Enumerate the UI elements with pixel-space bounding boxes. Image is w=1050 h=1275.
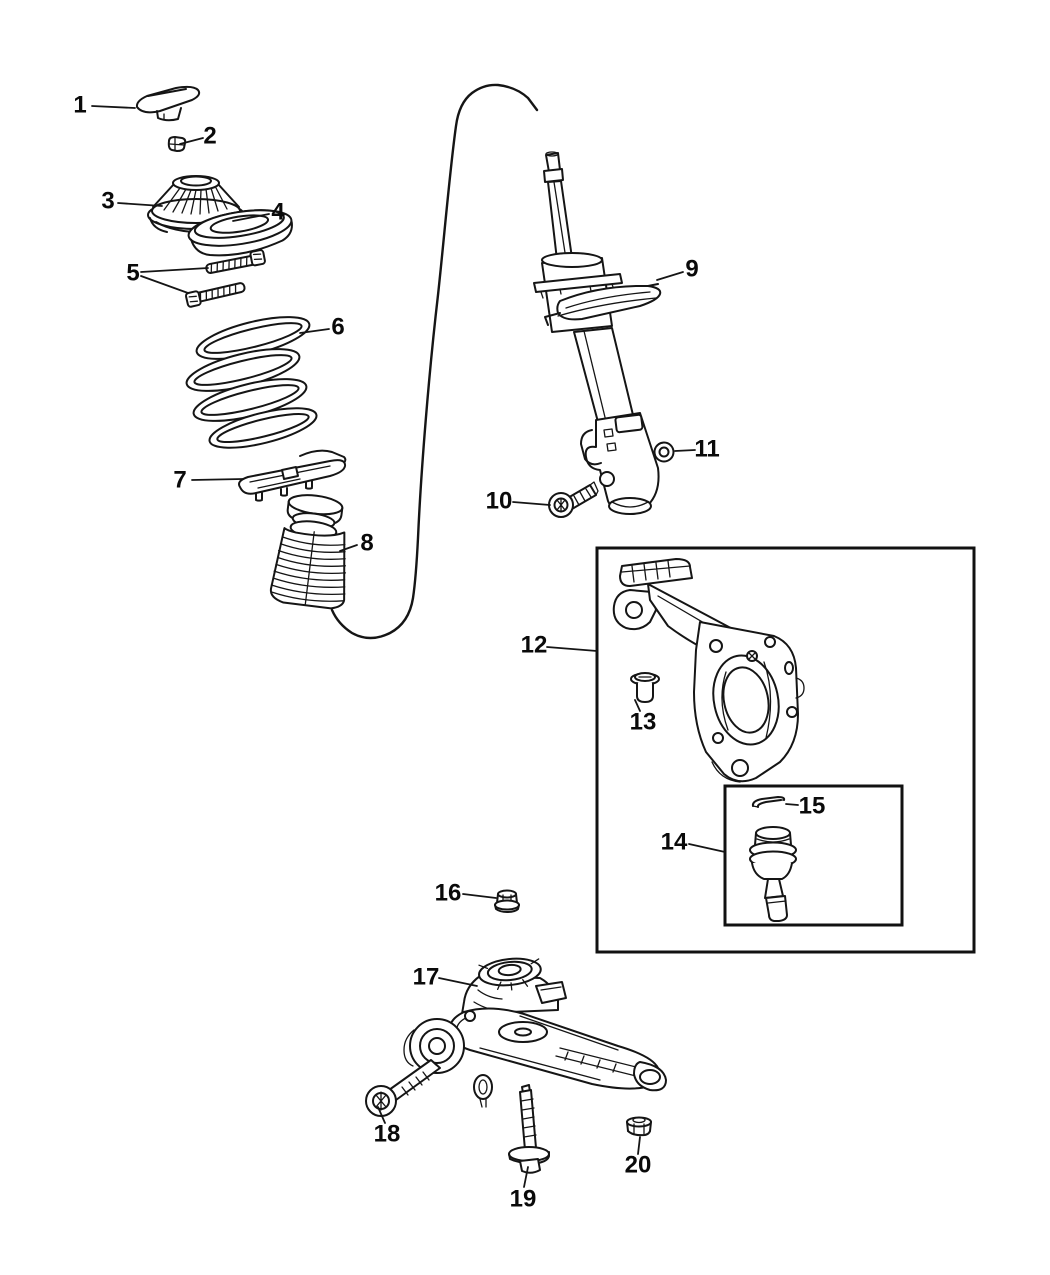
- part-9-strut-drawing: [533, 151, 662, 515]
- callout-10: 10: [486, 488, 513, 515]
- part-1-mount-cap-drawing: [135, 85, 201, 122]
- callout-leader-8: [339, 544, 358, 552]
- callout-leader-6: [299, 328, 330, 334]
- ball-joint-detail-box: [723, 784, 904, 927]
- part-12-knuckle-drawing: [612, 558, 805, 783]
- callout-leader-7: [191, 478, 244, 481]
- callout-leader-5: [140, 275, 189, 294]
- callout-11: 11: [694, 436, 719, 463]
- callout-leader-13: [634, 699, 641, 712]
- callout-leader-15: [785, 803, 799, 806]
- part-4-bearing-seat-drawing: [187, 209, 293, 257]
- part-10-bolt-drawing: [548, 481, 599, 518]
- part-19-bolt-drawing: [508, 1084, 550, 1174]
- callout-leader-12: [546, 646, 598, 652]
- callout-leader-17: [438, 977, 478, 987]
- callout-19: 19: [510, 1186, 537, 1213]
- callout-leader-11: [674, 449, 696, 452]
- callout-12: 12: [521, 632, 548, 659]
- callout-14: 14: [661, 829, 688, 856]
- callout-leader-3: [117, 202, 163, 207]
- callout-3: 3: [101, 188, 114, 215]
- callout-5: 5: [126, 260, 139, 287]
- part-14-ball-joint-drawing: [749, 826, 797, 922]
- part-15-snap-ring-drawing: [751, 796, 786, 808]
- callout-leader-16: [462, 893, 497, 899]
- part-11-nut-drawing: [653, 441, 675, 463]
- callout-20: 20: [625, 1152, 652, 1179]
- callout-13: 13: [630, 709, 657, 736]
- part-17-control-arm-drawing: [403, 957, 667, 1108]
- callout-8: 8: [360, 530, 373, 557]
- callout-4: 4: [271, 199, 285, 226]
- callout-17: 17: [413, 964, 440, 991]
- callout-18: 18: [374, 1121, 401, 1148]
- part-13-bolt-drawing: [630, 672, 660, 703]
- callout-6: 6: [331, 314, 344, 341]
- part-18-bolt-drawing: [365, 1059, 441, 1117]
- callout-leader-19: [523, 1166, 529, 1188]
- callout-leader-20: [637, 1136, 641, 1155]
- callout-leader-14: [688, 843, 726, 853]
- part-2-nut-drawing: [167, 136, 187, 152]
- part-8-dust-boot-drawing: [269, 494, 347, 610]
- callout-leader-4: [232, 213, 270, 222]
- callout-2: 2: [203, 123, 216, 150]
- assembly-group-curve: [330, 83, 539, 640]
- callout-leader-10: [512, 501, 551, 506]
- part-20-nut-drawing: [626, 1116, 652, 1137]
- callout-leader-18: [377, 1106, 386, 1124]
- knuckle-detail-box: [595, 546, 976, 954]
- part-5-spring-isolators-drawing: [184, 249, 266, 308]
- callout-leader-2: [179, 137, 204, 145]
- callout-leader-9: [656, 271, 684, 281]
- callout-leader-1: [91, 105, 136, 109]
- callout-15: 15: [799, 793, 826, 820]
- callout-leader-5: [140, 267, 209, 273]
- callout-9: 9: [685, 256, 698, 283]
- callout-16: 16: [435, 880, 462, 907]
- callout-7: 7: [173, 467, 186, 494]
- part-7-lower-spring-seat-drawing: [238, 449, 347, 502]
- callout-1: 1: [73, 92, 86, 119]
- part-6-coil-spring-drawing: [185, 316, 318, 449]
- part-16-nut-drawing: [494, 889, 520, 913]
